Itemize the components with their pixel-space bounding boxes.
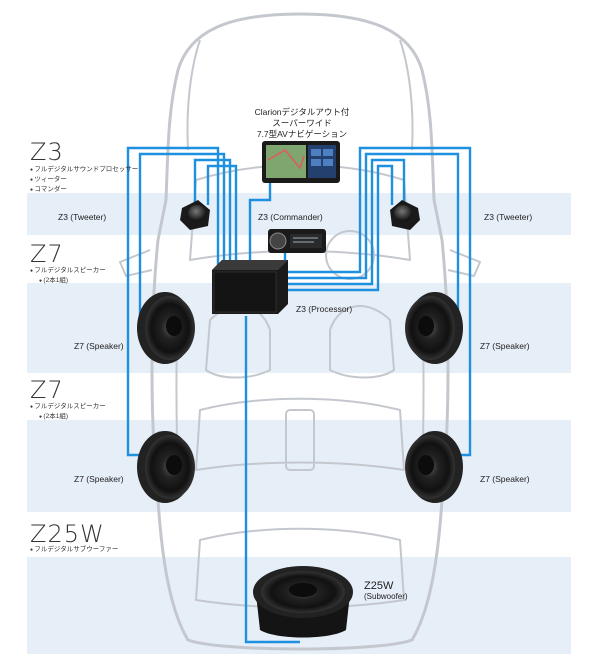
label-tweeter-left: Z3 (Tweeter) bbox=[58, 212, 107, 222]
bullet-item: フルデジタルサブウーファー bbox=[30, 545, 118, 555]
label-subwoofer: Z25W (Subwoofer) bbox=[364, 580, 408, 601]
section-title-z25w: Z25W bbox=[30, 520, 105, 548]
section-bullets-z25w: フルデジタルサブウーファー bbox=[30, 545, 118, 555]
bullet-item: コマンダー bbox=[30, 185, 138, 195]
bullet-item: (2本1組) bbox=[30, 412, 106, 422]
navigation-screen-icon bbox=[262, 141, 340, 183]
label-speaker-rear-right: Z7 (Speaker) bbox=[480, 474, 530, 484]
label-speaker-front-left: Z7 (Speaker) bbox=[74, 341, 124, 351]
bullet-item: フルデジタルサウンドプロセッサー bbox=[30, 165, 138, 175]
label-subwoofer-sub: (Subwoofer) bbox=[364, 592, 408, 601]
band-z7-front bbox=[27, 283, 571, 373]
speaker-icon bbox=[405, 431, 463, 503]
subwoofer-icon bbox=[253, 566, 353, 638]
label-speaker-front-right: Z7 (Speaker) bbox=[480, 341, 530, 351]
bullet-item: (2本1組) bbox=[30, 276, 106, 286]
label-commander: Z3 (Commander) bbox=[258, 212, 323, 222]
label-subwoofer-name: Z25W bbox=[364, 580, 394, 592]
commander-icon bbox=[268, 229, 326, 253]
band-z3 bbox=[27, 193, 571, 235]
bullet-item: フルデジタルスピーカー bbox=[30, 266, 105, 276]
navigation-caption-line: 7.7型AVナビゲーション bbox=[256, 129, 348, 139]
car-outline-icon bbox=[119, 12, 481, 651]
speaker-icon bbox=[405, 292, 463, 364]
tweeter-icon bbox=[180, 200, 210, 230]
bullet-item: フルデジタルスピーカー bbox=[30, 402, 105, 412]
section-title-z7-rear: Z7 bbox=[30, 376, 64, 404]
processor-box-icon bbox=[212, 260, 288, 314]
section-bullets-z7-rear: フルデジタルスピーカー (2本1組) bbox=[30, 402, 106, 422]
section-title-z3: Z3 bbox=[30, 138, 64, 166]
label-tweeter-right: Z3 (Tweeter) bbox=[484, 212, 533, 222]
speaker-icon bbox=[137, 431, 195, 503]
section-bullets-z3: フルデジタルサウンドプロセッサー ツィーター コマンダー bbox=[30, 165, 138, 195]
navigation-caption-line: スーパーワイド bbox=[272, 118, 332, 128]
label-speaker-rear-left: Z7 (Speaker) bbox=[74, 474, 124, 484]
section-title-z7-front: Z7 bbox=[30, 240, 64, 268]
band-z7-rear bbox=[27, 420, 571, 512]
speaker-icon bbox=[137, 292, 195, 364]
section-bullets-z7-front: フルデジタルスピーカー (2本1組) bbox=[30, 266, 106, 286]
navigation-caption: Clarionデジタルアウト付 スーパーワイド 7.7型AVナビゲーション bbox=[232, 107, 372, 140]
bullet-item: ツィーター bbox=[30, 175, 138, 185]
tweeter-icon bbox=[390, 200, 420, 230]
label-processor: Z3 (Processor) bbox=[296, 304, 353, 314]
navigation-caption-line: Clarionデジタルアウト付 bbox=[254, 107, 350, 117]
